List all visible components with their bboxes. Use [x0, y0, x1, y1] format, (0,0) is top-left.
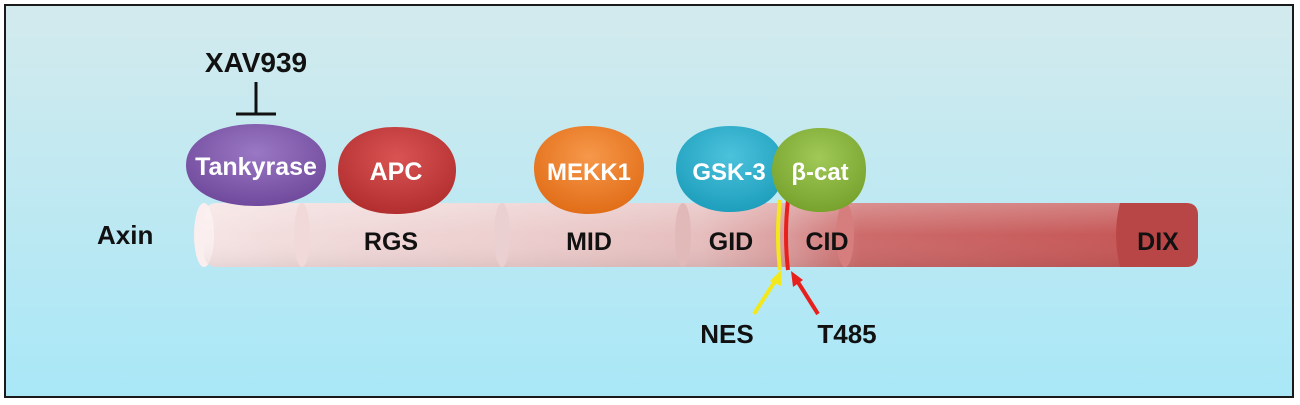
segment-divider-gid [675, 203, 691, 267]
axin-bar [194, 203, 1198, 267]
segment-divider-rgs [294, 203, 310, 267]
tankyrase-label: Tankyrase [195, 153, 317, 181]
domain-label-rgs: RGS [364, 228, 418, 256]
nes-line [776, 199, 782, 271]
domain-label-gid: GID [709, 228, 753, 256]
apc-blob: APC [338, 127, 456, 214]
domain-label-cid: CID [805, 228, 848, 256]
t485-arrow [791, 271, 820, 316]
mekk1-label: MEKK1 [547, 159, 631, 186]
background-panel [4, 4, 1294, 398]
apc-label: APC [370, 158, 423, 186]
gsk3-blob: GSK-3 [676, 126, 784, 212]
bcat-label: β-cat [791, 159, 848, 186]
segment-divider-cid [836, 203, 854, 267]
domain-label-mid: MID [566, 228, 612, 256]
segment-divider-mid [494, 203, 510, 267]
mekk1-blob: MEKK1 [534, 126, 644, 214]
inhibition-symbol [236, 82, 276, 116]
tankyrase-blob: Tankyrase [186, 124, 326, 206]
dix-segment [1116, 203, 1198, 267]
inhibitor-label: XAV939 [205, 47, 307, 78]
t485-line [784, 199, 790, 271]
t485-label: T485 [817, 319, 876, 349]
domain-label-dix: DIX [1137, 228, 1179, 256]
nes-label: NES [700, 319, 753, 349]
bcat-blob: β-cat [772, 128, 866, 212]
axin-label: Axin [97, 220, 153, 250]
gsk3-label: GSK-3 [692, 159, 765, 186]
nes-arrow [752, 270, 781, 316]
